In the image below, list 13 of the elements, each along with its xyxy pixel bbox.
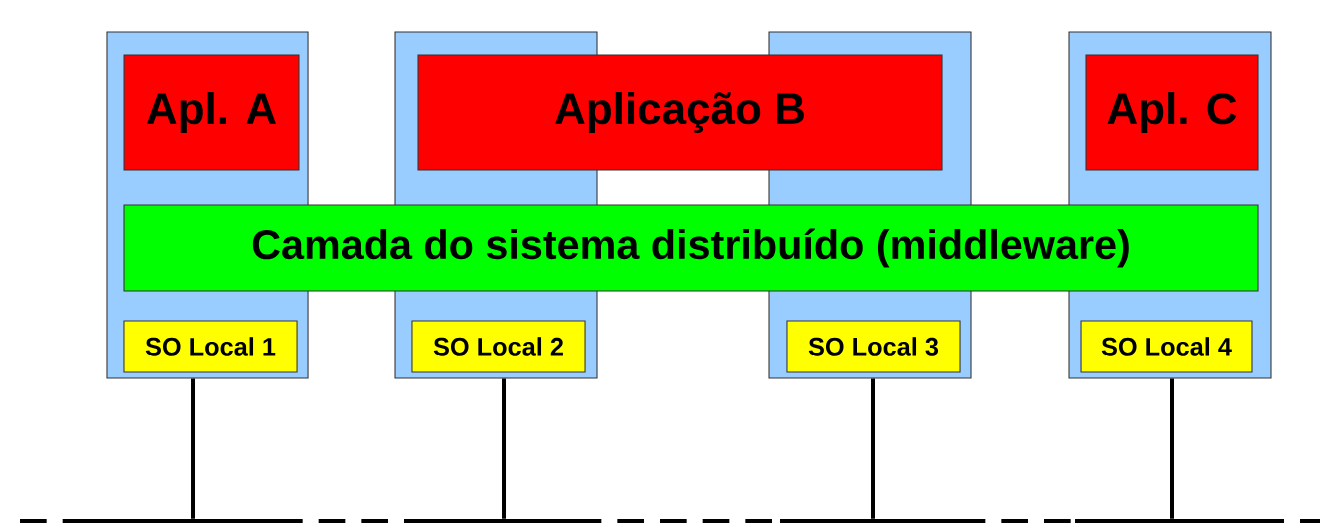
os-box: SO Local 3 [786,320,961,373]
os-box: SO Local 2 [411,320,586,373]
connector-line [191,378,195,519]
application-box: Apl. C [1085,54,1259,171]
application-box: Apl. A [123,54,300,171]
os-box: SO Local 1 [123,320,298,373]
middleware-layer: Camada do sistema distribuído (middleware) [123,204,1259,292]
connector-line [871,378,875,519]
application-box: Aplicação B [417,54,943,171]
connector-line [502,378,506,519]
connector-line [1170,378,1174,519]
network-line [20,519,1320,523]
os-box: SO Local 4 [1080,320,1253,373]
